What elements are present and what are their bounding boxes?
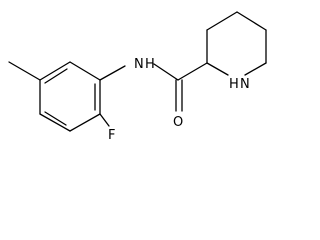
ring-n-label: N [240, 77, 250, 92]
benzene-ring [39, 61, 101, 132]
double-bond-inner-b [44, 111, 67, 126]
bond-c3-c4 [39, 113, 71, 132]
amide-h-label: H [145, 57, 155, 72]
piperidine-ring [206, 11, 267, 76]
amide-n-label: N [134, 57, 144, 72]
n-carbonyl-bond [153, 63, 179, 81]
bond-c5-c6 [39, 61, 71, 81]
methyl-bond [8, 61, 41, 81]
bond-c6-c1 [69, 61, 101, 81]
aryl-n-bond [99, 65, 126, 81]
fluorine-bond [99, 113, 110, 127]
ring-bond-n-c2 [206, 62, 229, 76]
ring-bond-c3-c4 [206, 11, 238, 31]
ring-bond-c4-c5 [236, 11, 267, 31]
carbonyl-o-label: O [173, 115, 183, 130]
carbonyl-ring-bond [177, 62, 208, 81]
chemical-structure: F N H O N H [8, 11, 267, 143]
ring-bond-c6-n [244, 62, 267, 76]
double-bond-inner-c [44, 68, 68, 84]
fluorine-label: F [108, 128, 115, 143]
bond-c2-c3 [69, 113, 101, 132]
ring-h-label: H [229, 77, 239, 92]
